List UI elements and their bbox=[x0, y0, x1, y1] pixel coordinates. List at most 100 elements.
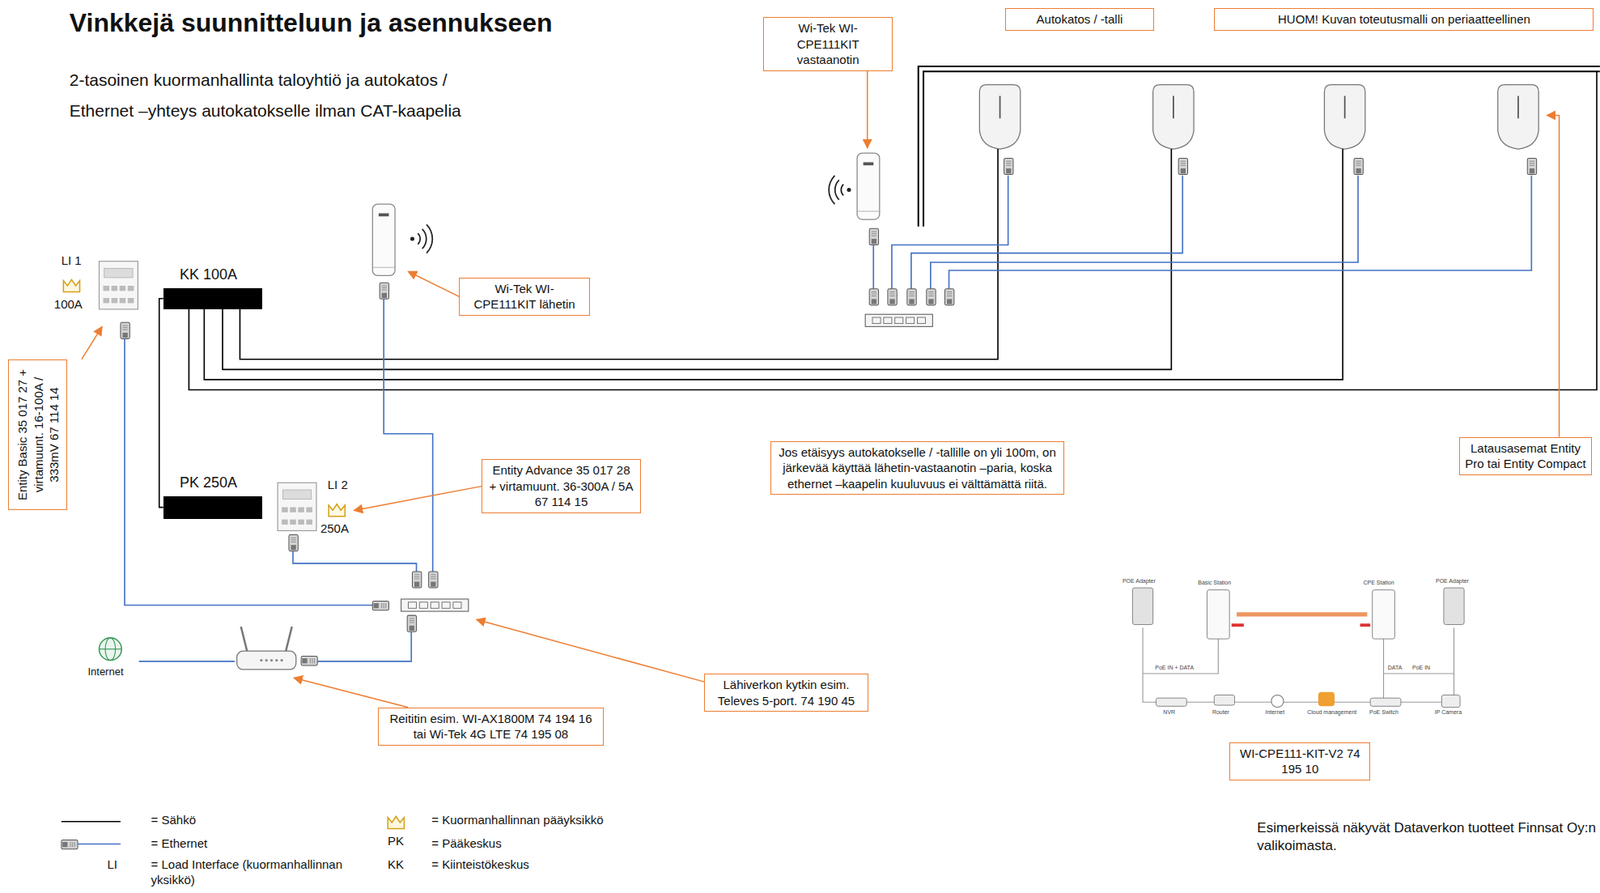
ethernet-plug bbox=[907, 288, 917, 306]
legend-sample-line bbox=[61, 820, 121, 823]
power-connector bbox=[159, 298, 164, 508]
plug-rib bbox=[889, 295, 895, 297]
poe-switch bbox=[1370, 697, 1401, 706]
router-antenna bbox=[241, 626, 248, 651]
inset-cable bbox=[1142, 638, 1219, 674]
callout-text: Entity Basic 35 017 27 + virtamuunt. 16-… bbox=[13, 364, 62, 505]
inset-label: CPE Station bbox=[1362, 579, 1394, 587]
plug-rib bbox=[928, 295, 934, 297]
plug-rib bbox=[409, 617, 415, 619]
callout-box: Autokatos / -talli bbox=[1005, 8, 1155, 31]
load-interface-unit bbox=[98, 261, 138, 310]
plug-body bbox=[120, 322, 130, 339]
plug-rib bbox=[871, 295, 877, 297]
internet-globe bbox=[98, 637, 122, 661]
plug-body bbox=[301, 656, 318, 666]
router-led bbox=[259, 658, 263, 662]
plug-rib bbox=[122, 329, 128, 331]
router bbox=[237, 626, 297, 670]
plug-rib bbox=[908, 295, 914, 297]
callout-text: HUOM! Kuvan toteutusmalli on periaatteel… bbox=[1219, 11, 1588, 28]
unit-terminal bbox=[119, 285, 127, 291]
board-heading: KK 100A bbox=[179, 266, 238, 284]
plug-rib bbox=[383, 602, 385, 608]
unit-terminal bbox=[281, 519, 289, 525]
plug-tip bbox=[414, 581, 420, 587]
callout-text: Reititin esim. WI-AX1800M 74 194 16 tai … bbox=[383, 710, 599, 743]
unit-body bbox=[277, 482, 317, 531]
antenna-unit bbox=[372, 203, 395, 276]
basic-station bbox=[1206, 589, 1230, 640]
ethernet-plug bbox=[1004, 157, 1014, 175]
crown-symbol bbox=[387, 815, 404, 828]
cloud-icon bbox=[1318, 691, 1335, 707]
poe-adapter bbox=[1443, 587, 1465, 624]
plug-tip bbox=[871, 238, 877, 244]
plug-rib bbox=[1005, 162, 1011, 164]
switch-port bbox=[916, 317, 926, 324]
plug-rib bbox=[889, 293, 895, 295]
ethernet-plug bbox=[869, 288, 879, 306]
unit-terminal bbox=[103, 297, 111, 303]
plug-tip bbox=[871, 298, 877, 304]
antenna-seam bbox=[857, 210, 880, 212]
plug-rib bbox=[385, 602, 387, 608]
plug-body bbox=[428, 571, 438, 588]
plug-rib bbox=[871, 291, 877, 293]
plug-tip bbox=[946, 298, 952, 304]
plug-tip bbox=[301, 657, 307, 663]
switch-port bbox=[407, 602, 416, 609]
part-label: 250A bbox=[320, 521, 349, 537]
unit-terminal bbox=[305, 507, 313, 513]
inset-label: NVR bbox=[1162, 708, 1176, 717]
plug-rib bbox=[381, 287, 387, 289]
plug-body bbox=[411, 571, 421, 588]
ethernet-plug bbox=[120, 322, 130, 339]
ethernet-plug bbox=[1178, 157, 1188, 175]
signal-wave bbox=[421, 228, 428, 250]
plug-body bbox=[1527, 157, 1537, 175]
unit-terminal bbox=[289, 507, 297, 513]
power-cable bbox=[239, 148, 998, 360]
legend-text: = Sähkö bbox=[151, 812, 196, 828]
part-label: LI 2 bbox=[327, 477, 349, 493]
part-label: KK bbox=[387, 857, 404, 873]
unit-body bbox=[98, 261, 138, 310]
plug-rib bbox=[290, 541, 296, 543]
inset-label: PoE Switch bbox=[1369, 708, 1399, 717]
ethernet-plug bbox=[1353, 157, 1363, 175]
unit-display bbox=[282, 489, 311, 499]
plug-rib bbox=[928, 293, 934, 295]
ethernet-plug bbox=[926, 288, 936, 306]
plug-tip bbox=[430, 581, 436, 587]
power-cable bbox=[203, 148, 1343, 380]
unit-terminal bbox=[305, 519, 313, 525]
plug-rib bbox=[290, 538, 296, 540]
plug-rib bbox=[946, 291, 952, 293]
plug-tip bbox=[1356, 168, 1362, 174]
leader-line bbox=[866, 71, 869, 149]
part-label: LI 1 bbox=[61, 253, 82, 269]
plug-rib bbox=[946, 295, 952, 297]
inset-label: POE Adapter bbox=[1435, 577, 1469, 586]
network-switch bbox=[401, 598, 469, 612]
signal-wave bbox=[827, 174, 836, 204]
ethernet-plug bbox=[301, 656, 318, 666]
leader-line bbox=[293, 677, 408, 708]
plug-rib bbox=[309, 657, 311, 663]
plug-rib bbox=[1529, 165, 1535, 166]
plug-body bbox=[1353, 157, 1363, 175]
globe-outline bbox=[98, 637, 122, 661]
ethernet-cable bbox=[930, 175, 1359, 289]
plug-body bbox=[372, 600, 389, 610]
plug-rib bbox=[381, 289, 387, 291]
plug-rib bbox=[70, 841, 72, 847]
callout-box: Wi-Tek WI-CPE111KIT vastaanotin bbox=[763, 16, 893, 72]
subtitle: Ethernet –yhteys autokatokselle ilman CA… bbox=[69, 100, 462, 122]
plug-rib bbox=[409, 619, 415, 621]
charger-slot bbox=[1344, 95, 1346, 119]
unit-terminal bbox=[111, 285, 119, 291]
board-heading: PK 250A bbox=[179, 474, 238, 492]
plug-rib bbox=[414, 577, 420, 579]
unit-terminal bbox=[297, 507, 305, 513]
